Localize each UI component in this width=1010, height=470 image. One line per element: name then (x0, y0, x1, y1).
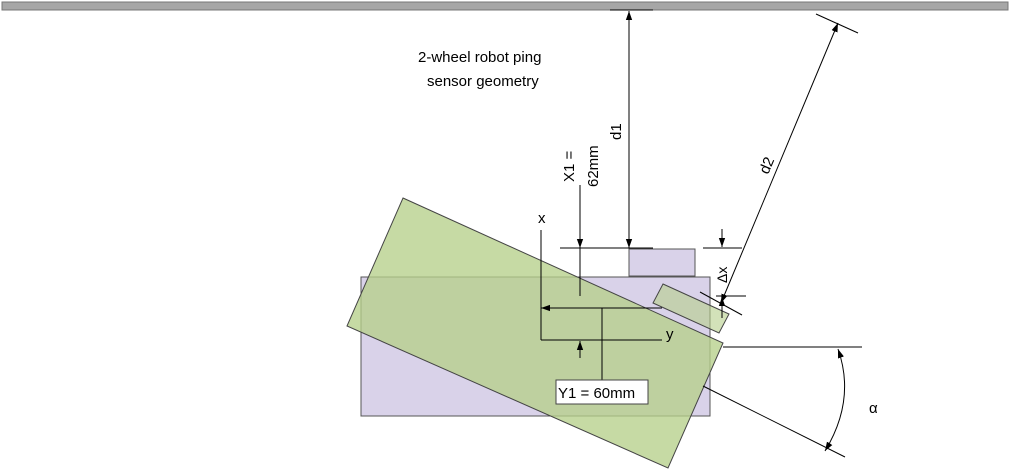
x1-label-line2: 62mm (585, 145, 602, 187)
d2-label: d2 (756, 155, 778, 177)
x1-label-line1: X1 = (561, 150, 578, 182)
y1-label-box (555, 379, 649, 405)
wall (1, 1, 1009, 11)
ping-sensor-rotated (652, 283, 730, 334)
ping-sensor (628, 248, 696, 277)
alpha-rotated-line (702, 385, 846, 458)
title-line2: sensor geometry (427, 73, 539, 90)
d2-dimension-line (720, 22, 839, 304)
alpha-arc (824, 348, 846, 452)
d2-tick-bottom (699, 291, 743, 316)
d1-label: d1 (608, 123, 625, 140)
axis-x-label: x (538, 210, 546, 227)
title-line1: 2-wheel robot ping (418, 49, 541, 66)
alpha-label: α (869, 400, 878, 417)
delta-x-label: Δx (714, 267, 730, 283)
y1-label: Y1 = 60mm (558, 385, 635, 402)
d2-tick-top (815, 13, 859, 34)
axis-y-label: y (666, 326, 674, 343)
